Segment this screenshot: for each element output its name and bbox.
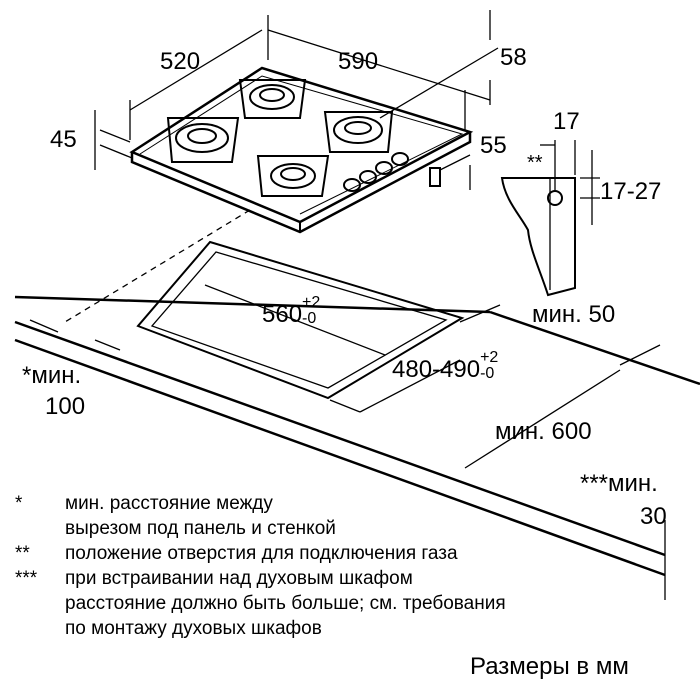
dimension-lines	[29, 10, 666, 600]
note-mark: ***	[15, 568, 38, 589]
dim-min-30-label: ***мин.	[580, 470, 658, 497]
dim-hob-depth: 520	[160, 48, 201, 75]
burner	[238, 79, 307, 119]
dim-min-600: мин. 600	[495, 418, 592, 445]
dim-gas-offset: 17	[553, 108, 580, 135]
gas-connector	[429, 167, 441, 187]
dim-hob-below: 55	[480, 132, 507, 159]
dim-cutout-depth: 480-490+2-0	[392, 349, 499, 383]
note-line: мин. расстояние между	[65, 493, 273, 514]
note-mark: **	[15, 543, 30, 564]
burner	[256, 155, 330, 197]
units-caption: Размеры в мм	[470, 653, 629, 680]
dim-min-50: мин. 50	[532, 301, 616, 328]
dim-min-100-label: *мин.	[22, 362, 82, 389]
note-line: расстояние должно быть больше; см. требо…	[65, 593, 506, 614]
note-line: положение отверстия для подключения газа	[65, 543, 458, 564]
dim-gas-height: 17-27	[600, 178, 662, 205]
note-line: при встраивании над духовым шкафом	[65, 568, 413, 589]
control-knobs	[343, 152, 409, 192]
gas-connection-detail	[500, 140, 600, 297]
note-mark: *	[15, 493, 23, 514]
worktop	[14, 295, 700, 577]
cutout	[136, 240, 465, 400]
dim-hob-total-height: 58	[500, 44, 527, 71]
burner	[166, 117, 240, 163]
dim-min-100-value: 100	[45, 393, 86, 420]
dim-hob-top-height: 45	[50, 126, 77, 153]
note-line: по монтажу духовых шкафов	[65, 618, 322, 639]
burner	[323, 111, 394, 153]
guide-line	[64, 209, 251, 323]
dim-cutout-width: 560+2-0	[262, 294, 321, 328]
gas-mark: **	[527, 152, 543, 174]
note-line: вырезом под панель и стенкой	[65, 518, 336, 539]
dim-hob-width: 590	[338, 48, 379, 75]
hob	[129, 66, 474, 234]
dim-min-30-value: 30	[640, 503, 667, 530]
